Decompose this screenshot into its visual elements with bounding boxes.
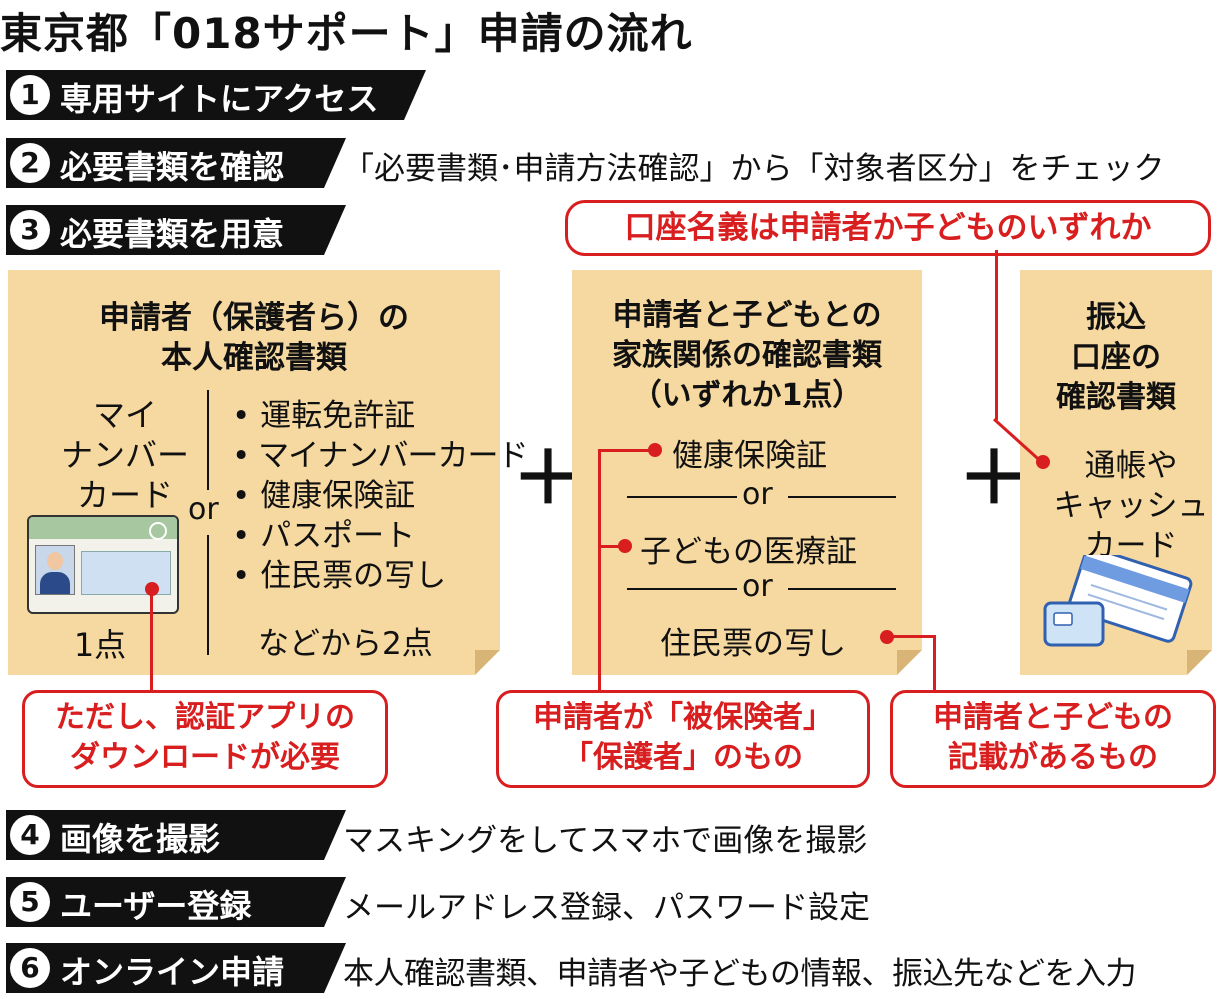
step-label: 必要書類を用意 <box>60 215 285 253</box>
mynumber-card-illustration <box>27 515 179 614</box>
step-bar <box>6 943 346 993</box>
step-number: 1 <box>10 75 50 115</box>
doc-list-item: • 運転免許証 <box>232 398 416 434</box>
insured-connector <box>598 545 624 548</box>
step-number: 5 <box>10 882 50 922</box>
step-2-description: 「必要書類･申請方法確認」から「対象者区分」をチェック <box>343 151 1165 187</box>
callout-line: ただし、認証アプリの <box>55 700 355 735</box>
step-label: ユーザー登録 <box>60 887 252 925</box>
step-number: 2 <box>10 143 50 183</box>
step-label: 専用サイトにアクセス <box>60 80 379 118</box>
box3-item-line1: 通帳や <box>1084 448 1178 484</box>
doc-list-item: • 健康保険証 <box>232 478 416 514</box>
step-bar <box>6 810 346 860</box>
box2-title-line3: （いずれか1点） <box>631 378 863 413</box>
step-3: 3 必要書類を用意 <box>6 205 346 255</box>
card-header-band <box>29 517 177 539</box>
mynumber-line3: カード <box>76 476 173 514</box>
card-text-area <box>81 551 171 595</box>
step-6-description: 本人確認書類、申請者や子どもの情報、振込先などを入力 <box>343 956 1137 992</box>
step-bar <box>6 877 346 927</box>
callout-line: 「保護者」のもの <box>563 740 803 775</box>
family-doc-item1: 健康保険証 <box>672 438 827 474</box>
callout-line: 記載があるもの <box>948 740 1158 775</box>
box3-title-line2: 口座の <box>1071 340 1161 375</box>
step-number: 4 <box>10 815 50 855</box>
box2-title-line2: 家族関係の確認書類 <box>612 338 882 373</box>
step-5: 5 ユーザー登録 <box>6 877 346 927</box>
step-bar <box>6 205 346 255</box>
insured-callout: 申請者が「被保険者」 「保護者」のもの <box>496 690 870 788</box>
doc-list-item: • 住民票の写し <box>232 558 447 594</box>
step-4-description: マスキングをしてスマホで画像を撮影 <box>343 823 868 859</box>
card-chip-icon <box>149 522 167 540</box>
callout-line: 申請者と子どもの <box>933 700 1173 735</box>
step-bar <box>6 70 426 120</box>
step-2: 2 必要書類を確認 <box>6 138 346 188</box>
step-label: オンライン申請 <box>60 953 285 991</box>
box1-title-line1: 申請者（保護者ら）の <box>99 300 409 336</box>
box3-title-line1: 振込 <box>1086 300 1146 335</box>
or-line-right <box>788 496 896 498</box>
box2-title-line1: 申請者と子どもとの <box>612 298 882 333</box>
one-point-label: 1点 <box>73 626 127 664</box>
resident-callout: 申請者と子どもの 記載があるもの <box>890 690 1216 788</box>
vertical-divider-top <box>207 390 209 490</box>
vertical-divider-bottom <box>207 535 209 655</box>
or-line-left <box>627 588 737 590</box>
callout-line: 申請者が「被保険者」 <box>533 700 833 735</box>
account-connector <box>995 250 998 420</box>
page-title: 東京都「018サポート」申請の流れ <box>0 9 693 58</box>
plus-sign: ＋ <box>958 436 1031 520</box>
passbook-card-illustration <box>1043 555 1193 647</box>
callout-line: ダウンロードが必要 <box>70 740 340 775</box>
box3-item-line2: キャッシュ <box>1053 488 1209 524</box>
or-separator: or <box>742 477 773 512</box>
resident-connector <box>887 635 935 638</box>
box1-footer: などから2点 <box>258 626 433 662</box>
doc-list-item: • マイナンバーカード <box>232 438 529 474</box>
resident-connector <box>933 635 936 690</box>
step-number: 6 <box>10 948 50 988</box>
doc-list-item: • パスポート <box>232 518 416 554</box>
box3-title-line3: 確認書類 <box>1056 380 1176 415</box>
mynumber-line1: マイ <box>92 396 157 434</box>
or-separator: or <box>742 569 773 604</box>
account-holder-callout: 口座名義は申請者か子どものいずれか <box>565 200 1211 256</box>
family-relation-box <box>572 270 922 675</box>
insured-callout-marker <box>618 539 632 553</box>
step-5-description: メールアドレス登録、パスワード設定 <box>343 890 870 926</box>
step-6: 6 オンライン申請 <box>6 943 346 993</box>
mynumber-line2: ナンバー <box>60 436 189 474</box>
step-bar <box>6 138 346 188</box>
insured-callout-marker <box>648 443 662 457</box>
or-separator: or <box>188 492 219 527</box>
step-label: 必要書類を確認 <box>60 148 285 186</box>
or-line-right <box>788 588 896 590</box>
insured-connector <box>598 449 601 690</box>
page-fold <box>475 650 500 675</box>
app-download-callout: ただし、認証アプリの ダウンロードが必要 <box>22 690 388 788</box>
box1-title-line2: 本人確認書類 <box>161 340 347 376</box>
step-number: 3 <box>10 210 50 250</box>
step-4: 4 画像を撮影 <box>6 810 346 860</box>
page-fold <box>897 650 922 675</box>
insured-connector <box>598 449 654 452</box>
app-callout-line <box>150 589 153 690</box>
step-1: 1 専用サイトにアクセス <box>6 70 426 120</box>
step-label: 画像を撮影 <box>60 820 221 858</box>
family-doc-item3: 住民票の写し <box>660 626 846 662</box>
portrait-icon <box>35 545 75 595</box>
family-doc-item2: 子どもの医療証 <box>640 534 857 570</box>
or-line-left <box>627 496 737 498</box>
page-fold <box>1187 650 1212 675</box>
